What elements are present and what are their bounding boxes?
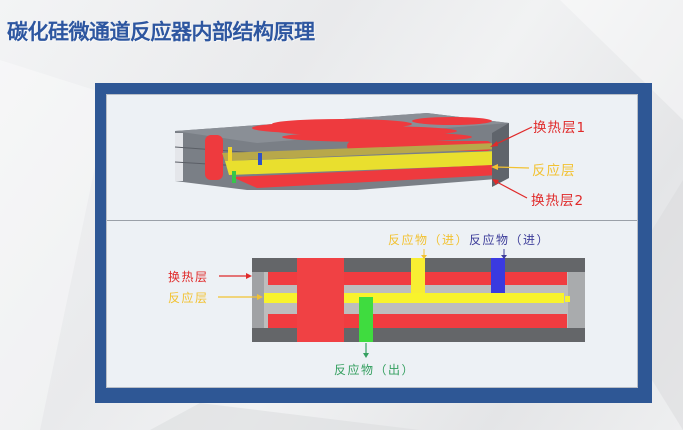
- diagram-panel: 换热层1 反应层 换热层2: [106, 94, 638, 388]
- section-view: [252, 258, 585, 342]
- label-heat-layer-1: 换热层1: [533, 120, 587, 136]
- label-heat-layer: 换热层: [168, 270, 209, 284]
- slide-title: 碳化硅微通道反应器内部结构原理: [7, 20, 315, 44]
- reactant-in-yellow-channel: [411, 258, 425, 293]
- top-arrows: [490, 126, 533, 199]
- reactor-3d-view: [174, 113, 509, 190]
- label-reaction-layer-top: 反应层: [532, 163, 576, 179]
- diagram-frame: 换热层1 反应层 换热层2: [95, 83, 652, 403]
- label-reactant-in-yellow: 反应物（进）: [388, 233, 470, 247]
- label-reactant-in-blue: 反应物（进）: [469, 233, 551, 247]
- panel-divider: [107, 220, 637, 221]
- label-reaction-layer-section: 反应层: [168, 291, 209, 305]
- section-arrows: [218, 249, 507, 358]
- label-heat-layer-2: 换热层2: [531, 193, 585, 209]
- label-reactant-out: 反应物（出）: [334, 363, 416, 377]
- reactant-out-green-channel: [359, 297, 373, 342]
- reactant-in-blue-channel: [491, 258, 505, 293]
